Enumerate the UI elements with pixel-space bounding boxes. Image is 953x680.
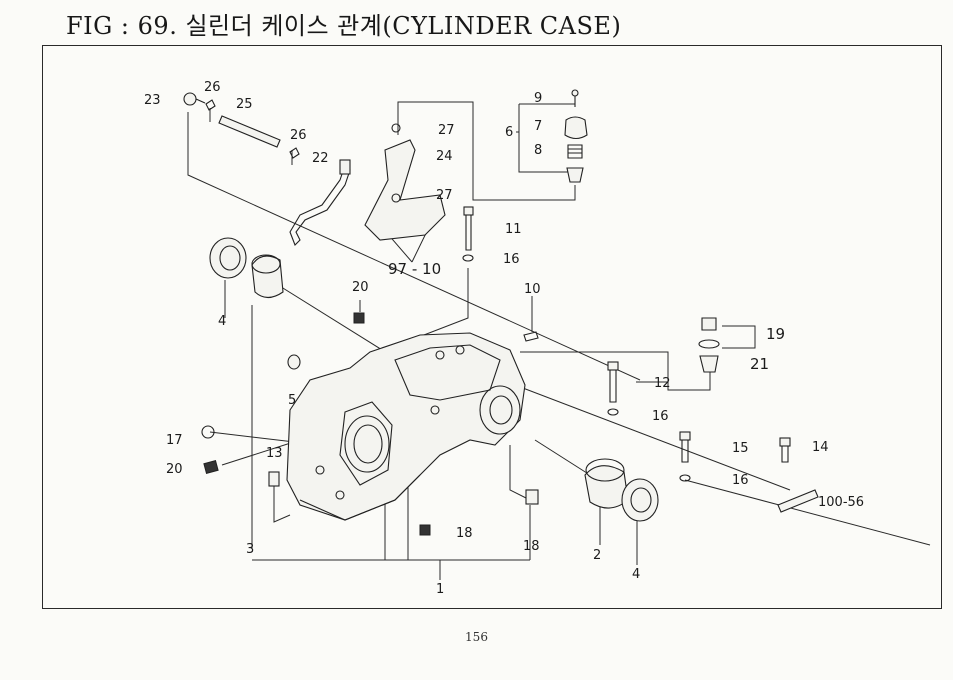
callout-10: 10 bbox=[524, 282, 541, 297]
callout-24: 24 bbox=[436, 149, 453, 164]
callout-7: 7 bbox=[534, 119, 542, 134]
callout-100-56: 100-56 bbox=[818, 495, 864, 510]
leader-lines bbox=[187, 101, 931, 580]
callout-5: 5 bbox=[288, 393, 296, 408]
callout-16c: 16 bbox=[732, 473, 749, 488]
callout-21: 21 bbox=[750, 355, 769, 373]
callout-25: 25 bbox=[236, 97, 253, 112]
callout-13: 13 bbox=[266, 446, 283, 461]
callout-16b: 16 bbox=[652, 409, 669, 424]
callout-97-10: 97 - 10 bbox=[388, 260, 441, 278]
ball-joint-part bbox=[183, 92, 197, 106]
callout-27a: 27 bbox=[438, 123, 455, 138]
callout-4b: 4 bbox=[632, 567, 640, 582]
callout-17: 17 bbox=[166, 433, 183, 448]
callout-20a: 20 bbox=[352, 280, 369, 295]
callout-19: 19 bbox=[766, 325, 785, 343]
callout-23: 23 bbox=[144, 93, 161, 108]
callout-2: 2 bbox=[593, 548, 601, 563]
callout-26b: 26 bbox=[290, 128, 307, 143]
bushing-part bbox=[251, 255, 284, 299]
clip-part bbox=[205, 99, 216, 111]
callout-18b: 18 bbox=[523, 539, 540, 554]
callout-9: 9 bbox=[534, 91, 542, 106]
callout-14: 14 bbox=[812, 440, 829, 455]
oil-seal-part-right bbox=[621, 478, 659, 522]
callout-26a: 26 bbox=[204, 80, 221, 95]
callout-11: 11 bbox=[505, 222, 522, 237]
parts-artwork bbox=[183, 89, 819, 536]
callout-15: 15 bbox=[732, 441, 749, 456]
cap-part bbox=[564, 116, 588, 140]
bolt-part bbox=[463, 206, 474, 216]
diagram-frame bbox=[42, 45, 942, 609]
callout-22: 22 bbox=[312, 151, 329, 166]
callout-8: 8 bbox=[534, 143, 542, 158]
callout-18a: 18 bbox=[456, 526, 473, 541]
callout-27b: 27 bbox=[436, 188, 453, 203]
plate-part bbox=[364, 139, 446, 241]
callout-1: 1 bbox=[436, 582, 444, 597]
page-title: FIG : 69. 실린더 케이스 관계(CYLINDER CASE) bbox=[66, 12, 622, 40]
callout-12: 12 bbox=[654, 376, 671, 391]
plug-part bbox=[701, 317, 717, 331]
spring-part bbox=[567, 144, 583, 159]
oil-seal-part bbox=[209, 237, 247, 279]
callout-16a: 16 bbox=[503, 252, 520, 267]
callout-4a: 4 bbox=[218, 314, 226, 329]
rod-part bbox=[218, 115, 281, 148]
callout-6: 6 bbox=[505, 125, 513, 140]
pin-part bbox=[777, 489, 819, 513]
page-number: 156 bbox=[465, 630, 488, 644]
callout-20b: 20 bbox=[166, 462, 183, 477]
callout-labels: 23 26 25 26 22 27 24 27 97 - 10 9 6 7 8 … bbox=[144, 80, 864, 597]
callout-3: 3 bbox=[246, 542, 254, 557]
lever-part bbox=[289, 163, 351, 246]
